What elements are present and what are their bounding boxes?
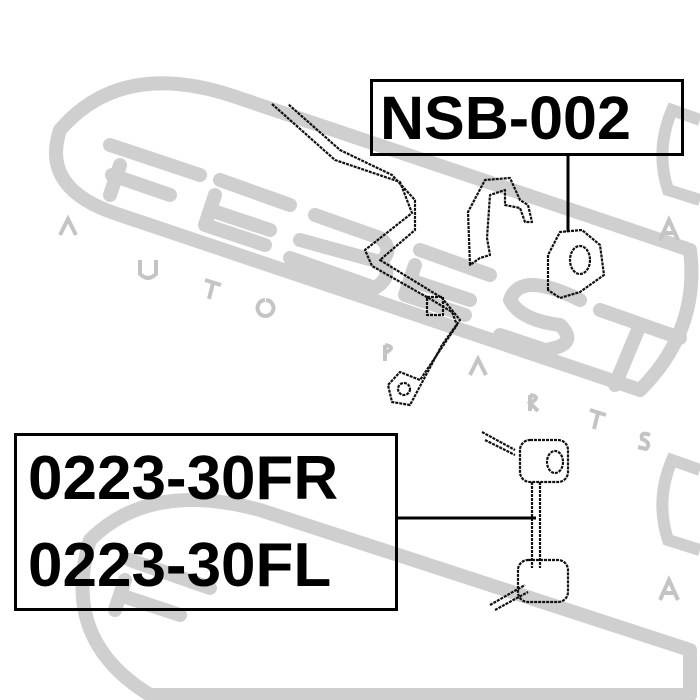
link-label-box <box>14 433 398 611</box>
bushing-label-box <box>370 79 684 156</box>
bushing-part-number: NSB-002 <box>380 84 631 152</box>
link-part-number-left: 0223-30FL <box>28 531 332 600</box>
watermark-logo-lower <box>75 493 697 700</box>
stabilizer-link-drawing <box>481 431 570 611</box>
stabilizer-bar-drawing <box>271 103 462 407</box>
watermark-logo <box>49 76 699 452</box>
bushing-drawing <box>546 228 606 300</box>
link-part-number-right: 0223-30FR <box>28 444 339 513</box>
bracket-drawing <box>466 176 534 267</box>
watermark-logo-right <box>656 102 700 601</box>
